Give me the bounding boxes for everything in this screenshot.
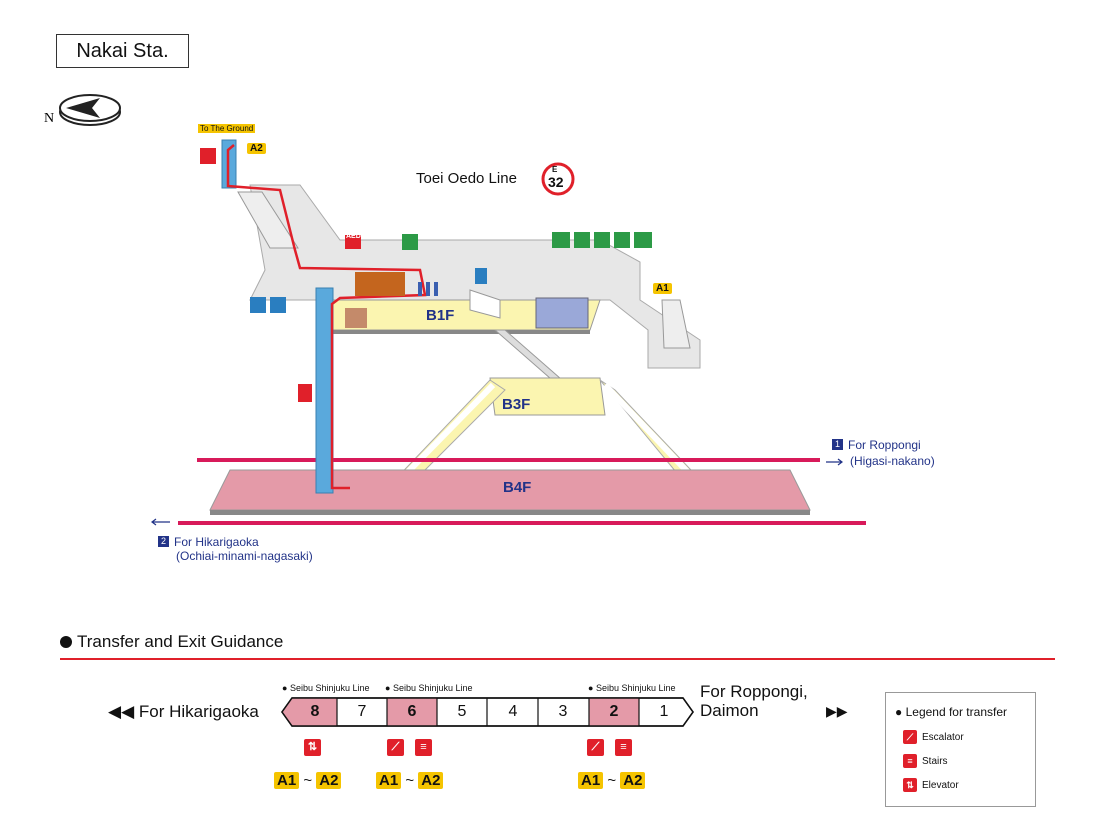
floor-b3f: B3F bbox=[502, 396, 531, 413]
station-title: Nakai Sta. bbox=[56, 34, 189, 68]
transfer-line-label-car6: ● Seibu Shinjuku Line bbox=[385, 683, 473, 693]
transfer-line-label-car2: ● Seibu Shinjuku Line bbox=[588, 683, 676, 693]
section-bullet bbox=[60, 636, 72, 648]
car-1: 1 bbox=[659, 703, 669, 720]
exit-badge: A2 bbox=[418, 772, 444, 789]
ticket-gate-area bbox=[535, 297, 589, 329]
exit-badge: A2 bbox=[620, 772, 646, 789]
stairs-a2 bbox=[237, 191, 299, 249]
car-4: 4 bbox=[508, 703, 518, 720]
car-3: 3 bbox=[558, 703, 568, 720]
facility-icons-green bbox=[552, 232, 652, 248]
stairs-icon: ≡ bbox=[903, 754, 917, 768]
transfer-right-label-2: Daimon bbox=[700, 701, 759, 720]
ticket-gates bbox=[418, 282, 438, 296]
stairs-icon-car2: ≡ bbox=[615, 739, 632, 756]
direction-2-label: For Hikarigaoka bbox=[174, 535, 259, 549]
legend-box bbox=[885, 692, 1036, 807]
to-ground-label: To The Ground bbox=[198, 124, 256, 133]
legend-elevator: Elevator bbox=[922, 780, 959, 791]
direction-1-label: For Roppongi bbox=[848, 438, 921, 452]
direction-1-sub: (Higasi-nakano) bbox=[850, 454, 935, 468]
escalator-icon: ⟋ bbox=[903, 730, 917, 744]
car-2: 2 bbox=[609, 703, 619, 720]
car-strip bbox=[281, 697, 694, 727]
b3f-platform bbox=[489, 377, 606, 416]
aed-label: AED bbox=[346, 233, 361, 240]
elevator-icon-a2 bbox=[200, 148, 216, 164]
legend-title: ● Legend for transfer bbox=[895, 705, 1007, 719]
ticket-machine-icon bbox=[250, 297, 266, 313]
north-label: N bbox=[44, 111, 54, 126]
toilet-icon bbox=[402, 234, 418, 250]
direction-2-sub: (Ochiai-minami-nagasaki) bbox=[176, 549, 313, 563]
exit-a2-badge: A2 bbox=[247, 143, 266, 154]
stairs-a1 bbox=[661, 299, 691, 349]
section-divider bbox=[60, 658, 1055, 660]
double-left-arrow-icon: ◀◀ bbox=[108, 702, 135, 721]
elevator-icon-main bbox=[298, 384, 312, 402]
elevator-shaft-main bbox=[315, 287, 334, 494]
transfer-left-label: For Hikarigaoka bbox=[138, 702, 259, 721]
exit-badge: A1 bbox=[376, 772, 402, 789]
exits-car6: A1 ~ A2 bbox=[376, 772, 444, 789]
compass-icon bbox=[59, 94, 121, 126]
elevator-icon: ⇅ bbox=[903, 778, 917, 792]
escalator-icon-car2: ⟋ bbox=[587, 739, 604, 756]
exit-badge: A2 bbox=[316, 772, 342, 789]
floor-b1f: B1F bbox=[426, 307, 455, 324]
direction-1-number: 1 bbox=[832, 439, 843, 450]
car-5: 5 bbox=[457, 703, 467, 720]
legend-escalator: Escalator bbox=[922, 732, 964, 743]
transfer-left-direction: ◀◀ For Hikarigaoka bbox=[108, 702, 259, 722]
elevator-icon-car8: ⇅ bbox=[304, 739, 321, 756]
car-6: 6 bbox=[407, 703, 417, 720]
exit-badge: A1 bbox=[578, 772, 604, 789]
telephone-icon bbox=[475, 268, 487, 284]
floor-b4f: B4F bbox=[503, 479, 532, 496]
car-7: 7 bbox=[357, 703, 367, 720]
shop-area bbox=[345, 308, 367, 328]
escalator-icon-car6: ⟋ bbox=[387, 739, 404, 756]
line-name: Toei Oedo Line bbox=[416, 170, 517, 187]
locker-icon bbox=[270, 297, 286, 313]
stairs-icon-car6: ≡ bbox=[415, 739, 432, 756]
exit-a1-badge: A1 bbox=[653, 283, 672, 294]
transfer-line-label-car8: ● Seibu Shinjuku Line bbox=[282, 683, 370, 693]
transfer-right-direction: For Roppongi, Daimon bbox=[700, 682, 808, 720]
exits-car2: A1 ~ A2 bbox=[578, 772, 646, 789]
direction-2-number: 2 bbox=[158, 536, 169, 547]
line-code-letter: E bbox=[552, 165, 558, 174]
transfer-right-label-1: For Roppongi, bbox=[700, 682, 808, 701]
exits-car8: A1 ~ A2 bbox=[274, 772, 342, 789]
transfer-section-title: Transfer and Exit Guidance bbox=[77, 632, 284, 651]
aed-icon bbox=[345, 235, 361, 249]
station-diagram: N bbox=[44, 94, 866, 526]
accessible-route bbox=[226, 144, 427, 490]
car-8: 8 bbox=[310, 703, 320, 720]
station-office bbox=[355, 272, 405, 296]
line-code-badge bbox=[541, 162, 575, 196]
double-right-arrow-icon: ▶▶ bbox=[826, 703, 848, 719]
line-code-number: 32 bbox=[548, 174, 564, 190]
exit-badge: A1 bbox=[274, 772, 300, 789]
legend-stairs: Stairs bbox=[922, 756, 948, 767]
